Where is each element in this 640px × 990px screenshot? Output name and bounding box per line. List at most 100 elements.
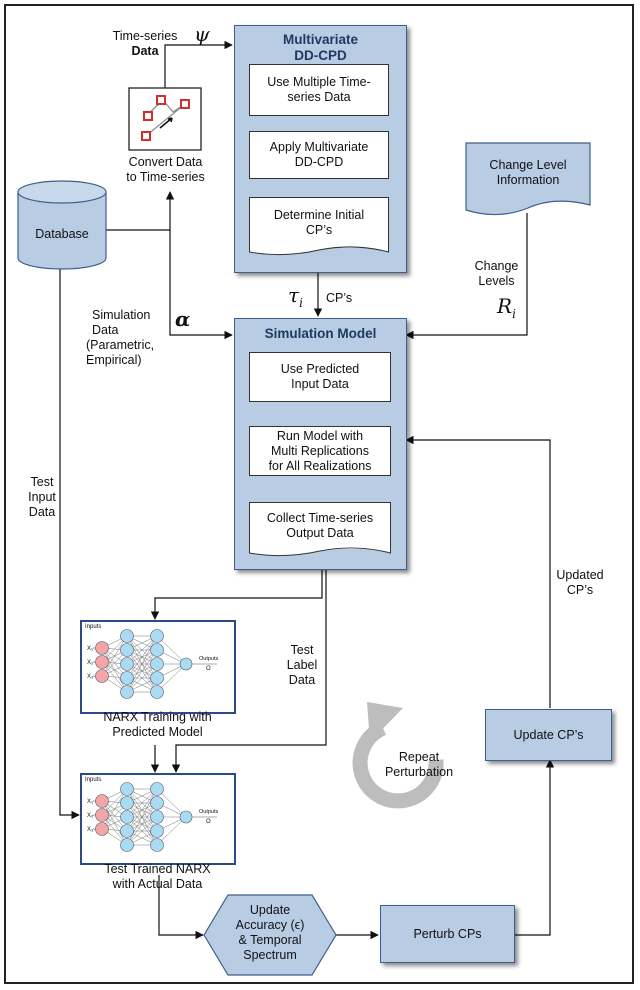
change-level-info-label: Change Level Information (466, 158, 590, 188)
updated-cps-label: Updated CP’s (545, 568, 615, 598)
nn-connection (126, 635, 158, 679)
simulation-data-label: Simulation Data (Parametric, Empirical) (86, 308, 166, 368)
nn-output-node (179, 657, 193, 671)
test-input-data-label: Test Input Data (22, 475, 62, 520)
nn-hidden-node (120, 782, 134, 796)
nn-hidden-node (150, 824, 164, 838)
nn-output-node (179, 810, 193, 824)
arrow-change-to-simulation (405, 213, 528, 340)
nn-connection (126, 788, 158, 832)
nn-test-outputs-label: Outputs (199, 809, 219, 815)
nn-train-inputs-label: Inputs (85, 624, 102, 630)
mv-step2-line1: Apply Multivariate (269, 140, 369, 154)
nn-hidden-node (150, 671, 164, 685)
arrow-db-to-simulation (169, 230, 233, 340)
sim-step2-line1: Run Model with (276, 428, 364, 443)
accuracy-line4: Spectrum (243, 948, 297, 962)
test-label-line3: Data (288, 673, 316, 687)
sim-step2-line2: Multi Replications (271, 443, 369, 458)
change-info-line1: Change Level (489, 158, 567, 172)
sim-data-line1: Simulation (92, 308, 151, 322)
nn-train-x3: X₃ (87, 674, 94, 680)
nn-connection (101, 788, 128, 830)
arrow-db-to-convert (105, 191, 175, 231)
r-i-symbol: Ri (497, 294, 516, 321)
nn-train-outputs-label: Outputs (199, 656, 219, 662)
convert-label-line2: to Time-series (126, 170, 205, 184)
database-cylinder (17, 180, 107, 270)
updated-cps-line1: Updated (556, 568, 604, 582)
nn-input-node (95, 655, 109, 669)
repeat-perturbation-label: Repeat Perturbation (374, 750, 464, 780)
nn-hidden-node (150, 838, 164, 852)
nn-connection (126, 635, 158, 693)
nn-hidden-node (120, 810, 134, 824)
nn-connection (126, 788, 158, 846)
narx-training-label: NARX Training with Predicted Model (90, 710, 225, 740)
arrow-updated-cps (405, 435, 551, 708)
nn-hidden-node (150, 629, 164, 643)
nn-test-x2: X₂ (87, 813, 94, 819)
nn-train-x1: X₁ (87, 646, 94, 652)
update-accuracy-label: Update Accuracy (ϵ) & Temporal Spectrum (212, 903, 328, 963)
sim-step2-line3: for All Realizations (268, 458, 372, 473)
perturb-cps-box: Perturb CPs (380, 905, 515, 963)
nn-train-x2: X₂ (87, 660, 94, 666)
sim-step1-line1: Use Predicted (280, 362, 360, 376)
nn-hidden-node (150, 796, 164, 810)
update-accuracy-hexagon (203, 894, 337, 976)
narx-test-diagram (93, 782, 217, 852)
nn-hidden-node (120, 643, 134, 657)
multivariate-title-line1: Multivariate (282, 32, 359, 47)
nn-test-x3: X₃ (87, 827, 94, 833)
mv-step3-line2: CP’s (305, 223, 333, 237)
test-label-line1: Test (290, 643, 314, 657)
nn-hidden-node (120, 838, 134, 852)
narx-training-diagram (93, 629, 217, 699)
nn-test-o: O (206, 819, 211, 825)
mv-step2-line2: DD-CPD (294, 155, 344, 169)
nn-connection (126, 788, 158, 818)
sim-data-line4: Empirical) (86, 353, 142, 367)
arrow-test-to-accuracy (158, 875, 204, 940)
nn-train-o: O (206, 666, 211, 672)
nn-test-inputs-label: Inputs (85, 777, 102, 783)
doc-wave-mv (249, 244, 389, 256)
nn-connection (126, 816, 158, 846)
repeat-icon (352, 702, 444, 809)
nn-connection (126, 802, 158, 846)
change-levels-label: Change Levels (464, 259, 529, 289)
change-levels-line2: Levels (478, 274, 515, 288)
nn-hidden-node (120, 657, 134, 671)
test-label-data-label: Test Label Data (280, 643, 324, 688)
change-info-line2: Information (496, 173, 560, 187)
nn-hidden-node (120, 671, 134, 685)
narx-test-line2: with Actual Data (112, 877, 203, 891)
arrow-perturb-to-update (515, 759, 555, 936)
scatter-plot-icon (128, 87, 202, 151)
r-subscript: i (512, 307, 516, 321)
test-input-line2: Input (28, 490, 56, 504)
sim-step1-line2: Input Data (291, 377, 349, 391)
accuracy-line2: Accuracy (ϵ) (235, 918, 305, 932)
arrow-convert-to-multivariate (164, 40, 233, 88)
narx-test-network: Inputs Outputs X₁ X₂ X₃ O (80, 773, 236, 865)
multivariate-title-line2: DD-CPD (294, 48, 347, 63)
multivariate-title: Multivariate DD-CPD (235, 32, 406, 64)
tau-symbol: τ (288, 283, 300, 307)
nn-connection (101, 635, 128, 677)
accuracy-line1: Update (249, 903, 291, 917)
nn-hidden-node (150, 643, 164, 657)
sim-data-line2: Data (92, 323, 119, 337)
nn-input-node (95, 794, 109, 808)
doc-wave-sim (249, 545, 391, 557)
nn-hidden-node (120, 796, 134, 810)
nn-hidden-node (150, 657, 164, 671)
tau-i-symbol: τi (288, 283, 303, 310)
simulation-title: Simulation Model (264, 326, 377, 341)
sim-data-line3: (Parametric, (86, 338, 155, 352)
nn-hidden-node (150, 685, 164, 699)
arrow-test-label (171, 569, 327, 773)
